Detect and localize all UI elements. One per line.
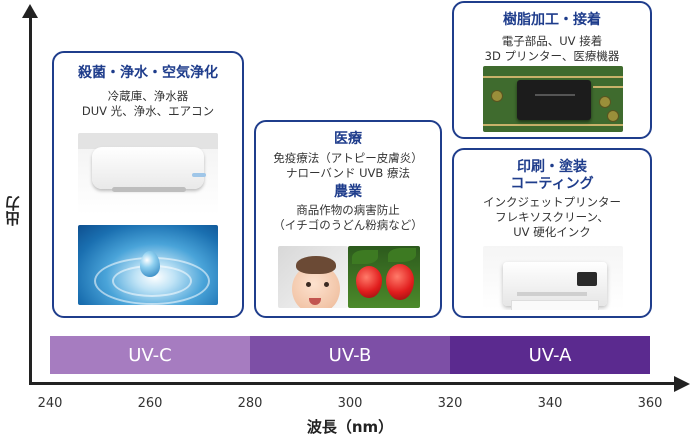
card-medical-line-2: ナローバンド UVB 療法 [286, 166, 410, 180]
card-print-title-2: コーティング [510, 176, 594, 192]
band-uv-c: UV-C [50, 336, 250, 374]
x-tick-label: 280 [237, 396, 263, 411]
card-medical-line-1: 免疫療法（アトピー皮膚炎） [273, 151, 423, 165]
card-print-line-2: フレキソスクリーン、 [495, 210, 609, 224]
baby-photo [278, 246, 348, 308]
card-agriculture-title: 農業 [334, 184, 362, 200]
card-agriculture-line-2: （イチゴのうどん粉病など） [273, 218, 423, 232]
card-resin-title: 樹脂加工・接着 [503, 12, 601, 28]
printer-photo [483, 246, 623, 310]
x-tick-label: 300 [337, 396, 363, 411]
strawberry-photo [348, 246, 420, 308]
card-sterilization: 殺菌・浄水・空気浄化 冷蔵庫、浄水器 DUV 光、浄水、エアコン [52, 51, 244, 318]
x-tick-label: 260 [137, 396, 163, 411]
card-sterilization-title: 殺菌・浄水・空気浄化 [78, 65, 218, 81]
card-sterilization-line-1: 冷蔵庫、浄水器 [107, 89, 189, 103]
card-sterilization-line-2: DUV 光、浄水、エアコン [81, 104, 215, 118]
air-conditioner-photo [78, 133, 218, 215]
card-medical-title: 医療 [334, 131, 362, 147]
card-printing-coating: 印刷・塗装 コーティング インクジェットプリンター フレキソスクリーン、 UV … [452, 148, 652, 318]
x-tick-label: 240 [37, 396, 63, 411]
x-axis-label: 波長（nm） [306, 418, 394, 436]
water-drop-photo [78, 225, 218, 305]
x-tick-label: 320 [437, 396, 463, 411]
band-uv-a: UV-A [450, 336, 650, 374]
card-resin-line-2: 3D プリンター、医療機器 [484, 49, 620, 63]
x-tick-label: 340 [537, 396, 563, 411]
y-axis [29, 14, 32, 384]
card-print-line-3: UV 硬化インク [513, 225, 591, 239]
card-resin-adhesion: 樹脂加工・接着 電子部品、UV 接着 3D プリンター、医療機器 [452, 1, 652, 139]
x-axis [29, 382, 677, 385]
band-uv-b: UV-B [250, 336, 450, 374]
y-axis-label: 出力 [4, 196, 22, 226]
card-agriculture-line-1: 商品作物の病害防止 [296, 203, 400, 217]
y-axis-arrow-icon [22, 4, 38, 18]
card-print-title-1: 印刷・塗装 [517, 159, 587, 175]
card-medical-agriculture: 医療 免疫療法（アトピー皮膚炎） ナローバンド UVB 療法 農業 商品作物の病… [254, 120, 442, 318]
circuit-board-photo [483, 66, 623, 132]
card-print-line-1: インクジェットプリンター [483, 195, 621, 209]
card-resin-line-1: 電子部品、UV 接着 [501, 34, 603, 48]
x-tick-label: 360 [637, 396, 663, 411]
x-axis-arrow-icon [674, 376, 690, 392]
